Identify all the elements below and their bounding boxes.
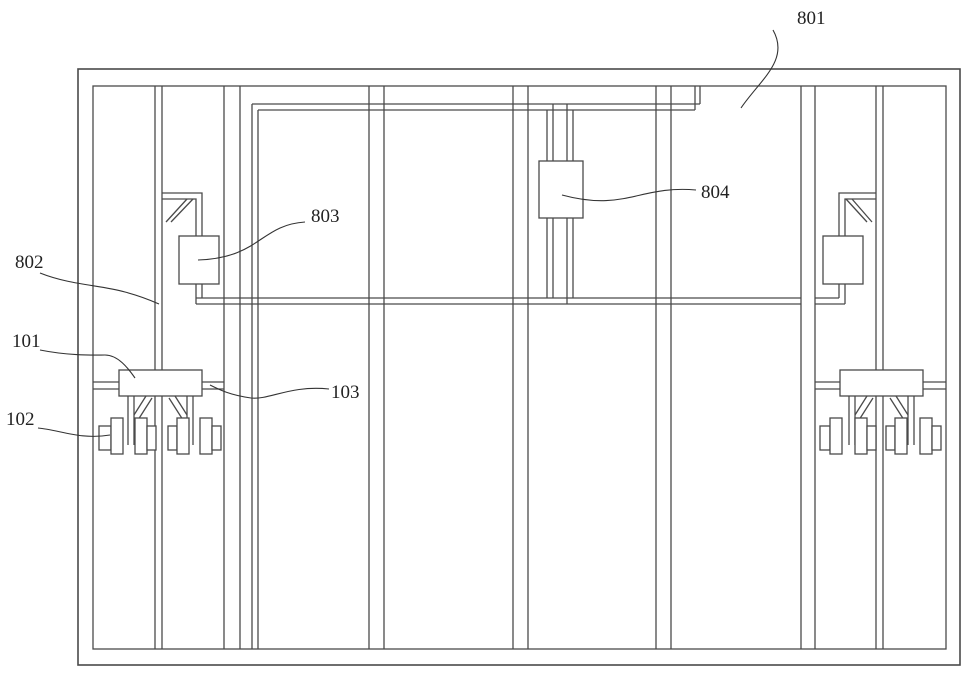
label-802: 802 [15,252,44,273]
label-803: 803 [311,206,340,227]
left-carriage [93,369,224,445]
reference-labels: 801 802 803 804 101 102 103 [6,8,826,430]
label-801: 801 [797,8,826,29]
left-wheel-set [98,417,222,455]
right-brackets [838,192,876,236]
control-box-804 [538,160,584,219]
vertical-rails [154,86,884,649]
label-103: 103 [331,382,360,403]
leader-lines [37,29,779,437]
outer-frame [77,68,961,666]
right-wheel-set [819,417,942,455]
right-carriage [815,369,946,445]
label-804: 804 [701,182,730,203]
inner-pipe-frame [195,86,846,649]
control-box-right [822,235,864,285]
label-101: 101 [12,331,41,352]
left-brackets [162,192,203,236]
label-102: 102 [6,409,35,430]
